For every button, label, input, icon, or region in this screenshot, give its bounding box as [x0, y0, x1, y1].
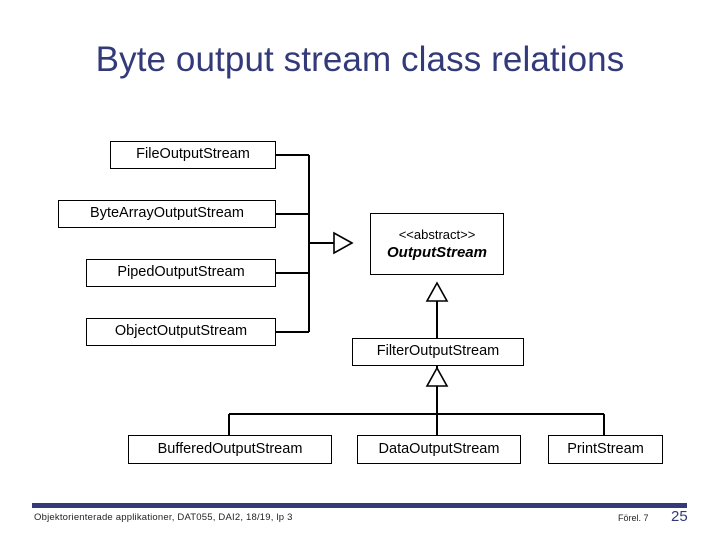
uml-class-diagram: FileOutputStream ByteArrayOutputStream P…	[58, 141, 663, 464]
footer-page-number: 25	[671, 508, 688, 525]
class-box-file-output-stream[interactable]: FileOutputStream	[110, 141, 276, 169]
class-name-label: ObjectOutputStream	[114, 323, 248, 340]
footer-divider-bar	[32, 503, 687, 508]
generalization-arrow-filter-bottom	[425, 366, 449, 387]
class-box-byte-array-output-stream[interactable]: ByteArrayOutputStream	[58, 200, 276, 228]
class-name-label: DataOutputStream	[378, 440, 500, 457]
page-title: Byte output stream class relations	[95, 40, 625, 79]
footer-course-text: Objektorienterade applikationer, DAT055,…	[34, 512, 293, 523]
class-name-label: BufferedOutputStream	[157, 440, 303, 457]
diagram-connectors	[228, 154, 605, 435]
class-name-label: FileOutputStream	[136, 146, 250, 163]
class-box-output-stream[interactable]: <<abstract>> OutputStream	[370, 213, 504, 275]
class-box-object-output-stream[interactable]: ObjectOutputStream	[86, 318, 276, 346]
class-box-buffered-output-stream[interactable]: BufferedOutputStream	[128, 435, 332, 464]
footer-lecture-label: Förel. 7	[618, 513, 649, 523]
class-stereotype-label: <<abstract>>	[398, 226, 476, 242]
class-box-filter-output-stream[interactable]: FilterOutputStream	[352, 338, 524, 366]
class-name-label: ByteArrayOutputStream	[90, 205, 244, 222]
class-box-piped-output-stream[interactable]: PipedOutputStream	[86, 259, 276, 287]
class-name-label: PipedOutputStream	[117, 264, 245, 281]
class-box-data-output-stream[interactable]: DataOutputStream	[357, 435, 521, 464]
generalization-arrow-outputstream-left	[333, 231, 354, 255]
class-box-print-stream[interactable]: PrintStream	[548, 435, 663, 464]
class-name-label: PrintStream	[567, 440, 644, 457]
class-name-label: FilterOutputStream	[376, 343, 500, 360]
generalization-arrow-outputstream-bottom	[425, 281, 449, 302]
class-name-label: OutputStream	[386, 243, 487, 261]
